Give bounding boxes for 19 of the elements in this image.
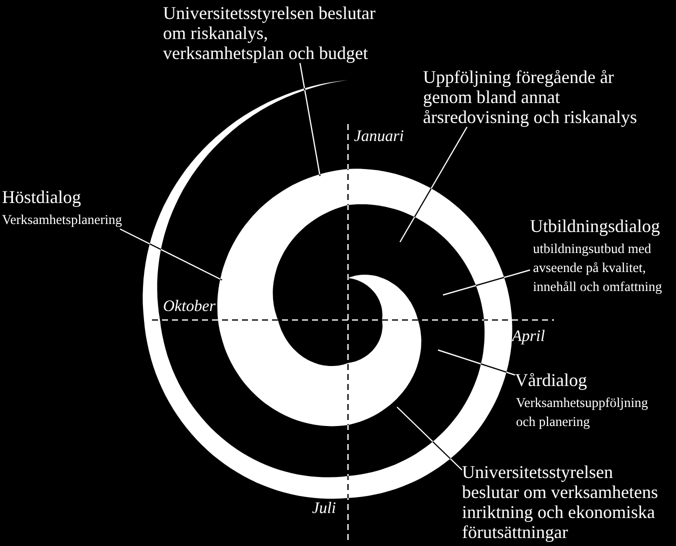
month-label: Oktober (163, 298, 216, 316)
month-label: Juli (312, 500, 336, 518)
leader-line (120, 228, 222, 281)
node-description: Verksamhetsuppföljning och planering (516, 394, 649, 431)
node-text: Uppföljning föregående år genom bland annat årsredovisning och riskanalys (423, 67, 638, 127)
leader-line (442, 269, 530, 296)
leader-line (399, 126, 468, 242)
node-heading: Utbildningsdialog (530, 216, 661, 236)
month-label: Januari (354, 128, 404, 146)
leader-line (396, 406, 462, 470)
leader-line (438, 349, 516, 376)
node-heading: Vårdialog (515, 370, 588, 390)
node-text: Universitetsstyrelsen beslutar om riskanalys, verksamhetsplan och budget (163, 3, 376, 63)
leader-line (299, 62, 321, 176)
node-description: utbildningsutbud med avseende på kvalitet, innehåll och omfattning (533, 240, 663, 296)
node-heading: Höstdialog (2, 187, 82, 207)
node-text: Universitetsstyrelsen beslutar om verksamhetens inriktning och ekonomiska förutsättningar (462, 462, 659, 542)
month-label: April (512, 328, 545, 346)
node-description: Verksamhetsplanering (2, 211, 122, 229)
